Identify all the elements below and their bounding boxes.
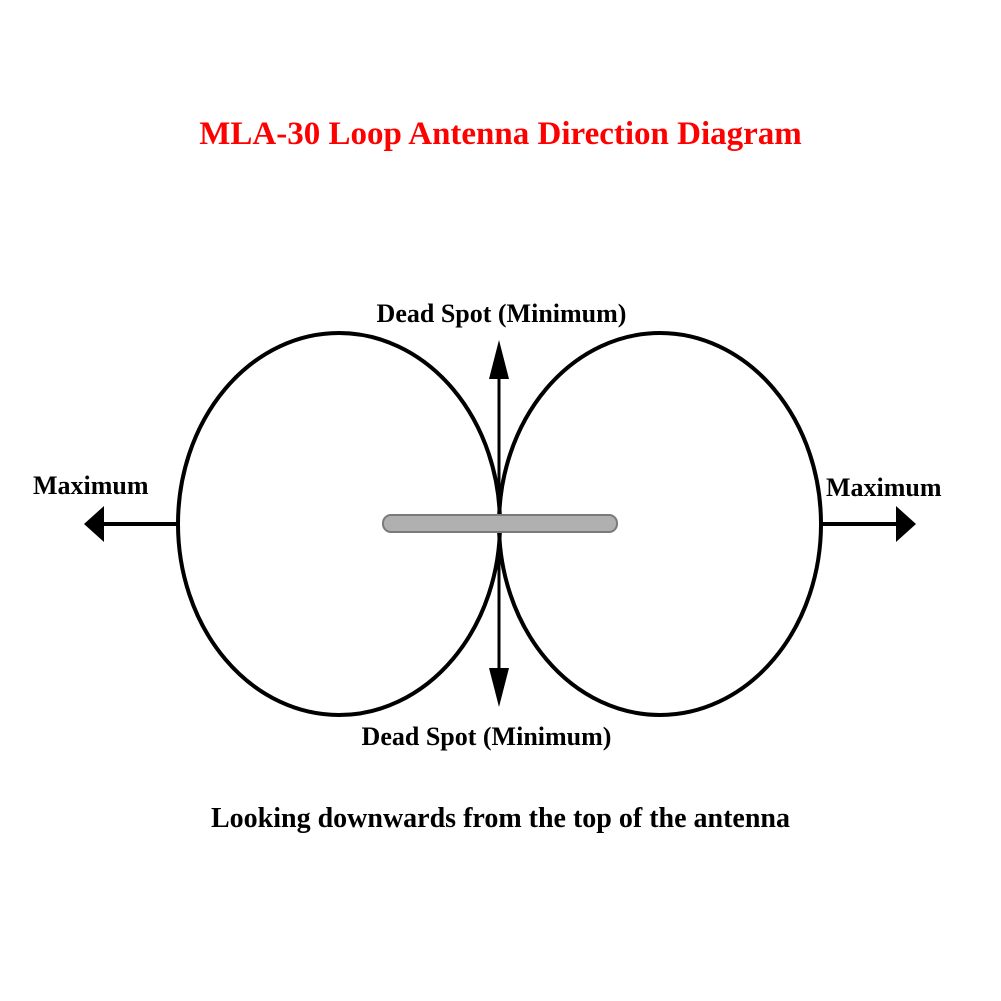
arrow-up-icon: [489, 340, 509, 379]
dead-spot-top-label: Dead Spot (Minimum): [376, 299, 627, 328]
diagram-title: MLA-30 Loop Antenna Direction Diagram: [199, 116, 802, 152]
arrow-right-icon: [896, 506, 916, 542]
antenna-element: [382, 514, 618, 533]
maximum-left-label: Maximum: [33, 471, 149, 500]
diagram-caption: Looking downwards from the top of the an…: [211, 803, 790, 834]
dead-spot-bottom-label: Dead Spot (Minimum): [361, 722, 612, 751]
arrow-down-icon: [489, 668, 509, 707]
arrow-left-icon: [84, 506, 104, 542]
maximum-right-label: Maximum: [826, 473, 942, 502]
